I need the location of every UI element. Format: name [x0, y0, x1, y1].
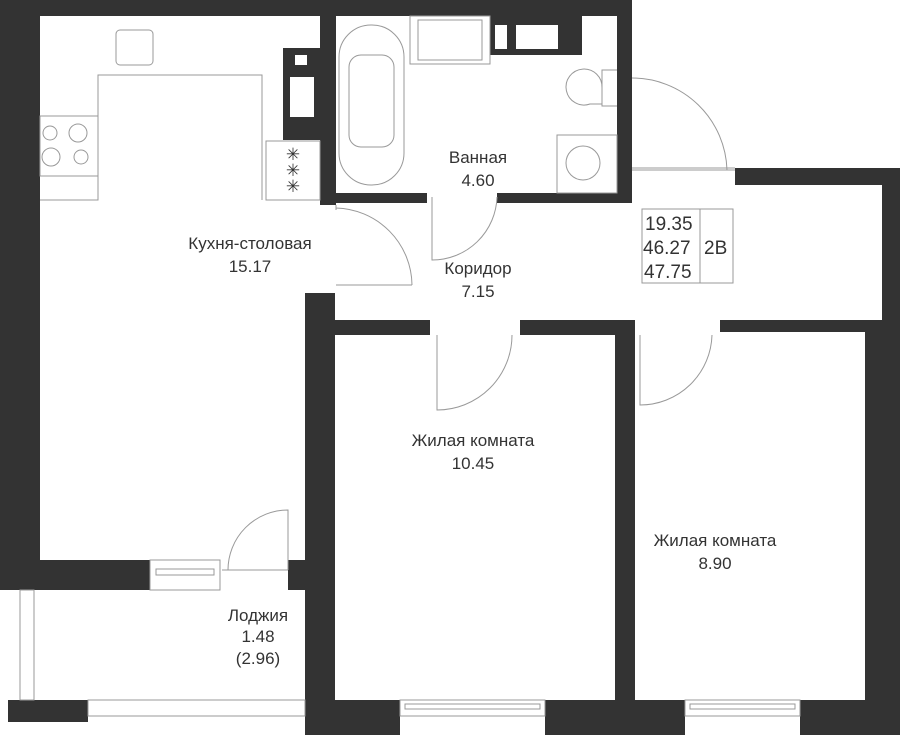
- room-labels: Кухня-столовая 15.17 Ванная 4.60 Коридор…: [188, 148, 777, 668]
- stove-icon: [39, 115, 99, 177]
- room-name: Кухня-столовая: [188, 234, 311, 253]
- room-name: Коридор: [444, 259, 511, 278]
- doors: [222, 77, 735, 571]
- windows: [19, 559, 801, 717]
- fixtures: ✳ ✳ ✳: [39, 15, 618, 201]
- room-area: 15.17: [229, 257, 272, 276]
- svg-text:✳: ✳: [286, 145, 300, 164]
- toilet-icon: [565, 68, 617, 107]
- room-name: Ванная: [449, 148, 507, 167]
- living-area: 19.35: [645, 214, 693, 235]
- total-area: 46.27: [643, 238, 691, 259]
- room-area-full: (2.96): [236, 649, 280, 668]
- kitchen-sink-icon: [115, 29, 154, 66]
- apartment-type: 2В: [704, 238, 727, 259]
- room-name: Лоджия: [228, 606, 288, 625]
- room-name: Жилая комната: [412, 431, 535, 450]
- bathtub-icon: [338, 24, 405, 186]
- svg-text:✳: ✳: [286, 161, 300, 180]
- room-area: 1.48: [241, 627, 274, 646]
- room-area: 8.90: [698, 554, 731, 573]
- room-area: 10.45: [452, 454, 495, 473]
- room-area: 7.15: [461, 282, 494, 301]
- svg-text:✳: ✳: [286, 177, 300, 196]
- total-with-loggia: 47.75: [644, 262, 692, 283]
- room-name: Жилая комната: [654, 531, 777, 550]
- summary-box: 19.35 46.27 47.75 2В: [641, 208, 734, 284]
- washing-machine-icon: [556, 134, 618, 194]
- room-area: 4.60: [461, 171, 494, 190]
- bathroom-sink-icon: [409, 15, 491, 65]
